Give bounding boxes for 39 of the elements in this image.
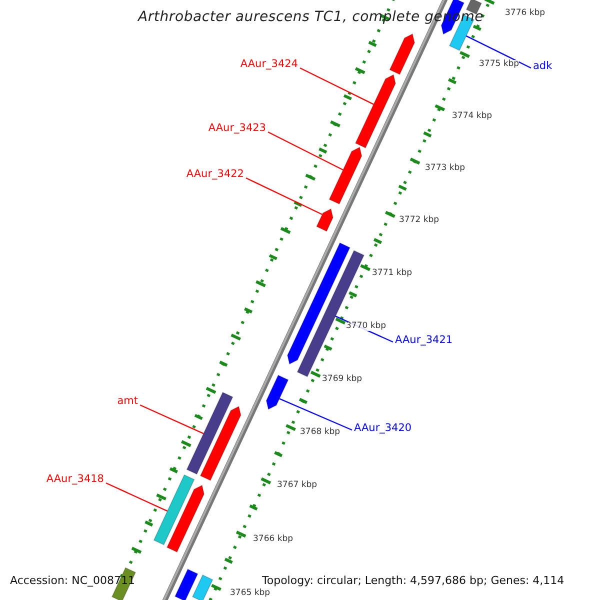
- gene-block: [153, 474, 195, 546]
- gene-feature: [316, 208, 334, 232]
- gene-label: adk: [533, 61, 552, 73]
- leader-line: [466, 35, 532, 69]
- leader-line: [140, 404, 204, 434]
- gene-feature: [200, 406, 242, 482]
- gene-feature: [354, 74, 396, 148]
- leader-line: [268, 131, 344, 170]
- tick-label: 3765 kbp: [230, 589, 270, 598]
- gene-label: AAur_3422: [186, 169, 244, 181]
- gene-feature: [266, 374, 289, 410]
- tick-label: 3774 kbp: [452, 112, 492, 122]
- leader-line: [246, 177, 323, 216]
- gene-label: AAur_3420: [354, 423, 412, 435]
- leader-line: [300, 67, 374, 105]
- gene-label: AAur_3423: [208, 123, 266, 135]
- tick-label: 3769 kbp: [322, 375, 362, 384]
- tick-label: 3773 kbp: [425, 164, 466, 174]
- gene-feature: [328, 146, 362, 205]
- leader-line: [106, 482, 168, 512]
- gene-block: [192, 574, 214, 600]
- gene-label: AAur_3421: [395, 335, 453, 347]
- leader-line: [279, 398, 352, 431]
- tick-label: 3771 kbp: [372, 269, 412, 278]
- gene-block: [174, 568, 198, 600]
- tick-label: 3766 kbp: [253, 535, 294, 544]
- tick-label: 3775 kbp: [479, 60, 520, 70]
- gene-label: amt: [117, 396, 138, 408]
- map-info-text: Topology: circular; Length: 4,597,686 bp; Genes: 4,114: [262, 575, 564, 588]
- tick-label: 3768 kbp: [300, 428, 340, 438]
- gene-feature: [389, 33, 416, 76]
- gene-label: AAur_3418: [46, 474, 104, 486]
- gene-label: AAur_3424: [240, 59, 298, 71]
- gene-block: [186, 392, 234, 475]
- tick-label: 3776 kbp: [505, 9, 546, 18]
- tick-label: 3772 kbp: [399, 216, 440, 226]
- gene-feature: [166, 484, 205, 553]
- tick-label: 3767 kbp: [277, 481, 318, 490]
- tick-label: 3770 kbp: [346, 322, 386, 332]
